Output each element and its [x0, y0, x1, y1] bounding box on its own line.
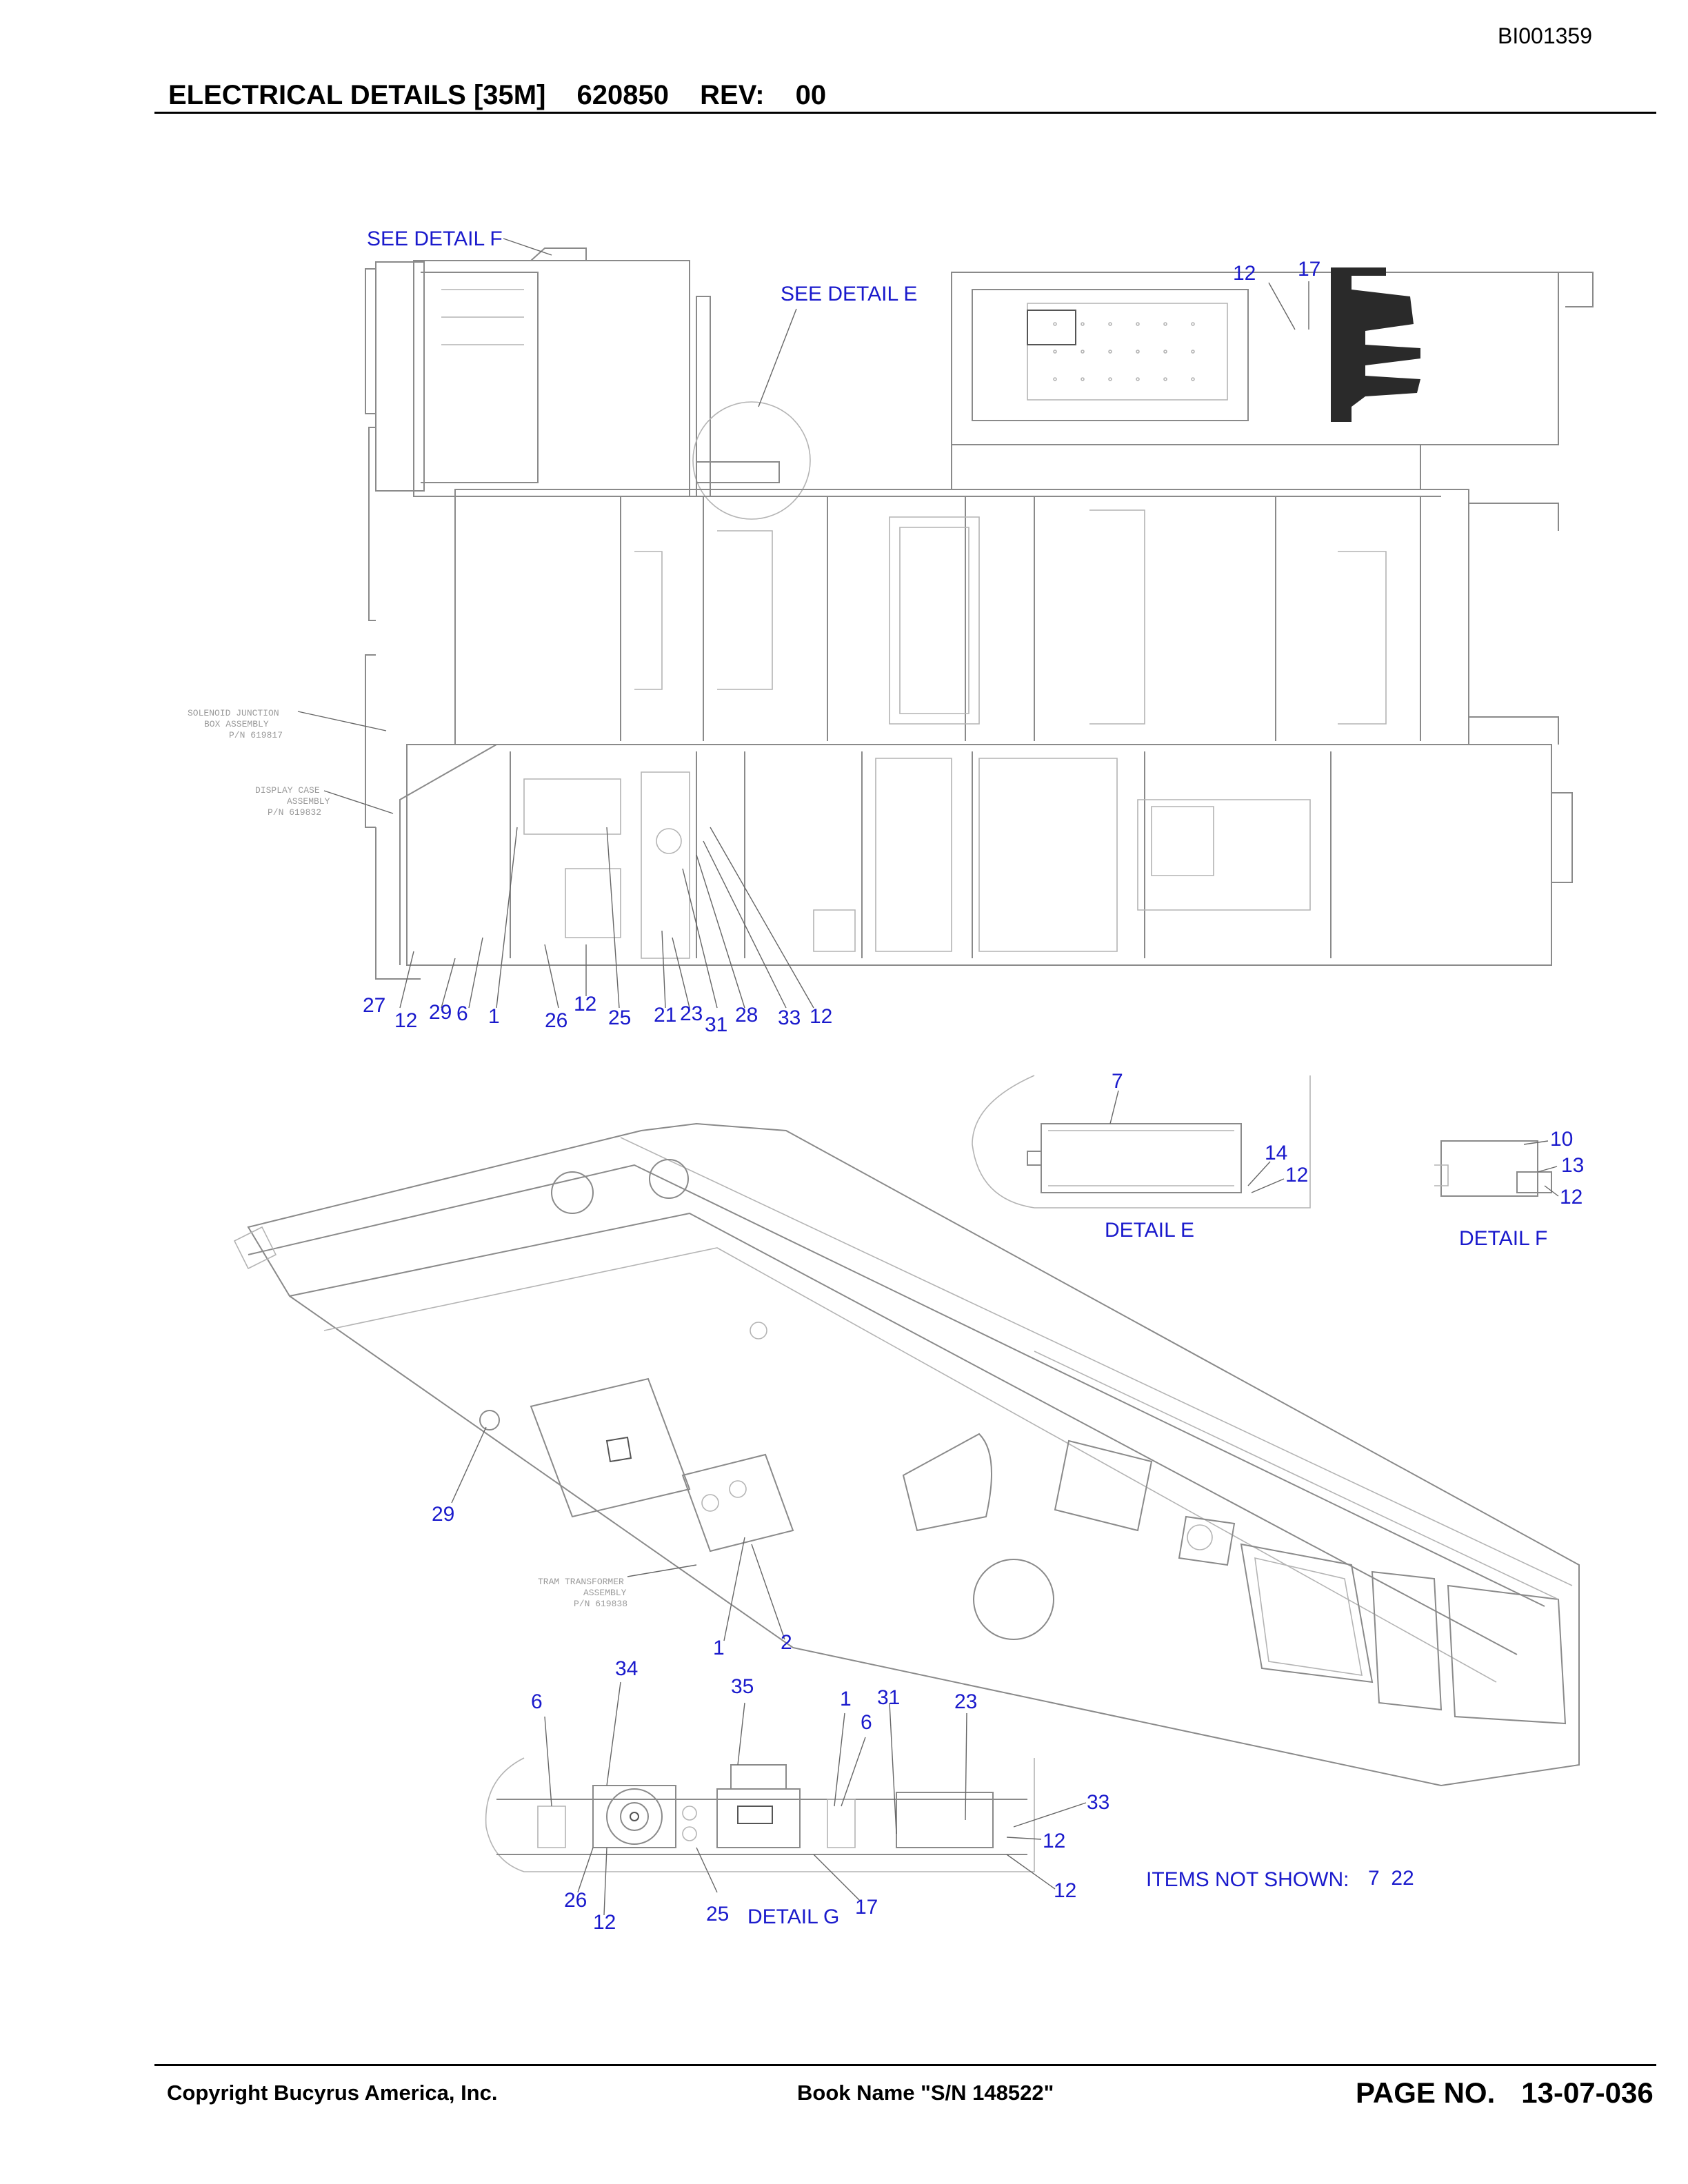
- footer-book-name: Book Name "S/N 148522": [797, 2081, 1054, 2105]
- item-number: 31: [705, 1013, 727, 1036]
- item-number: 31: [877, 1686, 900, 1709]
- note-display-line-3: P/N 619832: [268, 807, 321, 818]
- note-solenoid-line-2: BOX ASSEMBLY: [204, 719, 269, 729]
- item-number: 33: [1087, 1791, 1109, 1814]
- item-number: 12: [1560, 1186, 1582, 1209]
- item-number: 26: [545, 1009, 567, 1032]
- item-number: 1: [840, 1688, 852, 1710]
- items-not-shown-label: ITEMS NOT SHOWN:: [1146, 1868, 1349, 1891]
- item-number: 12: [1054, 1879, 1076, 1902]
- page-title: ELECTRICAL DETAILS [35M] 620850 REV: 00: [168, 80, 850, 111]
- detail-f: [1434, 1140, 1559, 1197]
- item-number: 6: [861, 1711, 872, 1734]
- page-label: PAGE NO.: [1356, 2076, 1496, 2109]
- item-number: 34: [615, 1657, 638, 1680]
- item-number: 28: [735, 1004, 758, 1027]
- item-number: 1: [713, 1637, 725, 1659]
- item-number: 26: [564, 1889, 587, 1912]
- item-number: 29: [432, 1503, 454, 1526]
- detail-g-label: DETAIL G: [747, 1905, 839, 1928]
- item-number: 14: [1265, 1142, 1287, 1164]
- item-number: 1: [488, 1005, 500, 1028]
- item-number: 29: [429, 1001, 452, 1024]
- dot-grid: [1053, 322, 1195, 381]
- item-number: 7: [1112, 1070, 1123, 1093]
- item-number: 12: [394, 1009, 417, 1032]
- item-number: 21: [654, 1004, 676, 1027]
- detail-f-label: DETAIL F: [1459, 1227, 1547, 1250]
- item-number: 12: [1043, 1830, 1065, 1852]
- item-number: 2: [781, 1631, 792, 1654]
- item-number: 25: [706, 1903, 729, 1925]
- item-number: 23: [954, 1690, 977, 1713]
- note-tram-line-2: ASSEMBLY: [583, 1588, 627, 1598]
- rev-value: 00: [795, 80, 827, 110]
- item-number: 23: [680, 1002, 703, 1025]
- item-number: 13: [1561, 1154, 1584, 1177]
- detail-e: [972, 1075, 1311, 1209]
- part-number: 620850: [576, 80, 670, 110]
- title-text: ELECTRICAL DETAILS [35M]: [168, 80, 546, 110]
- item-number: 12: [1233, 262, 1256, 285]
- item-number: 25: [608, 1007, 631, 1029]
- item-number: 10: [1550, 1128, 1573, 1151]
- page-value: 13-07-036: [1521, 2076, 1654, 2109]
- note-display-line-2: ASSEMBLY: [287, 796, 330, 807]
- detail-e-label: DETAIL E: [1105, 1219, 1194, 1242]
- note-display-line-1: DISPLAY CASE: [255, 785, 320, 796]
- see-detail-f-label: SEE DETAIL F: [367, 228, 503, 250]
- item-number: 12: [1285, 1164, 1308, 1186]
- item-number: 17: [855, 1896, 878, 1919]
- header-rule: [154, 112, 1656, 114]
- isometric-view: [233, 1122, 1580, 1787]
- footer-copyright: Copyright Bucyrus America, Inc.: [167, 2081, 498, 2105]
- item-number: 6: [531, 1690, 543, 1713]
- document-code: BI001359: [1498, 23, 1593, 48]
- item-number: 12: [574, 993, 596, 1015]
- item-number: 12: [593, 1911, 616, 1934]
- footer-rule: [154, 2064, 1656, 2066]
- item-number: 17: [1298, 258, 1320, 281]
- item-number: 12: [810, 1005, 832, 1028]
- top-plan-view: [297, 238, 1594, 1009]
- item-number: 33: [778, 1007, 801, 1029]
- item-number: 6: [456, 1002, 468, 1025]
- detail-g: [485, 1681, 1087, 1916]
- items-not-shown-values: 7 22: [1368, 1867, 1414, 1890]
- note-tram-line-1: TRAM TRANSFORMER: [538, 1577, 624, 1587]
- note-solenoid-line-1: SOLENOID JUNCTION: [188, 708, 279, 718]
- note-solenoid-line-3: P/N 619817: [229, 730, 283, 740]
- rev-label: REV:: [700, 80, 765, 110]
- footer-page-number: PAGE NO. 13-07-036: [1356, 2076, 1654, 2110]
- item-number: 35: [731, 1675, 754, 1698]
- note-tram-line-3: P/N 619838: [574, 1599, 627, 1609]
- item-number: 27: [363, 994, 385, 1017]
- see-detail-e-label: SEE DETAIL E: [781, 283, 917, 305]
